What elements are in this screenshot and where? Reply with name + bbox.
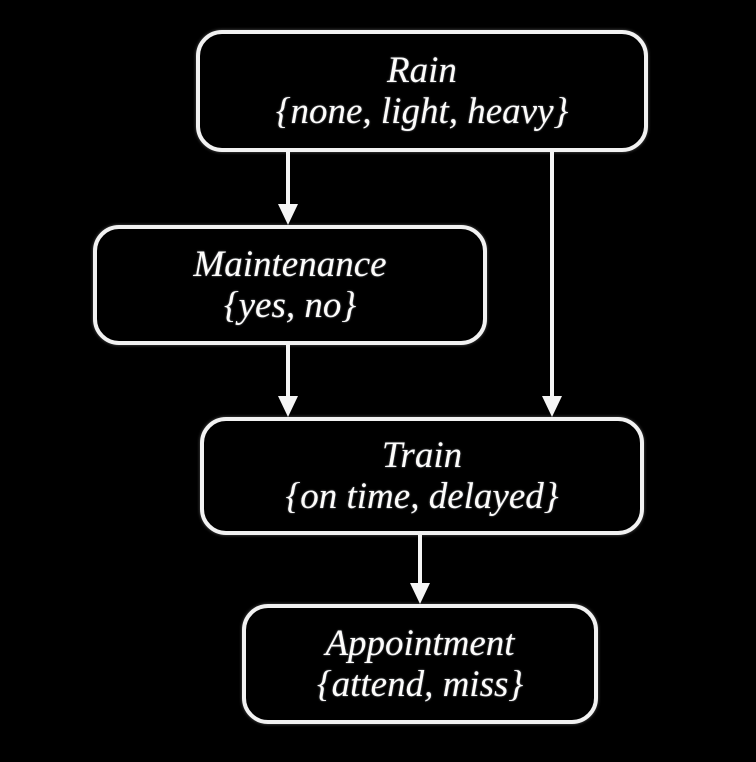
node-appointment[interactable]: Appointment {attend, miss} bbox=[242, 604, 598, 724]
node-appointment-states: {attend, miss} bbox=[316, 664, 524, 705]
edge-train-to-appointment bbox=[402, 535, 438, 606]
edge-rain-to-train bbox=[534, 152, 570, 419]
node-maintenance-title: Maintenance bbox=[193, 243, 387, 285]
node-rain-title: Rain bbox=[387, 49, 457, 91]
node-appointment-title: Appointment bbox=[325, 622, 515, 664]
node-train-title: Train bbox=[381, 434, 463, 476]
edge-rain-to-maintenance bbox=[270, 152, 306, 227]
edge-maintenance-to-train bbox=[270, 345, 306, 419]
node-rain-states: {none, light, heavy} bbox=[275, 91, 569, 132]
node-maintenance-states: {yes, no} bbox=[223, 285, 357, 326]
node-train-states: {on time, delayed} bbox=[285, 476, 559, 517]
node-train[interactable]: Train {on time, delayed} bbox=[200, 417, 644, 535]
node-maintenance[interactable]: Maintenance {yes, no} bbox=[93, 225, 487, 345]
node-rain[interactable]: Rain {none, light, heavy} bbox=[196, 30, 648, 152]
